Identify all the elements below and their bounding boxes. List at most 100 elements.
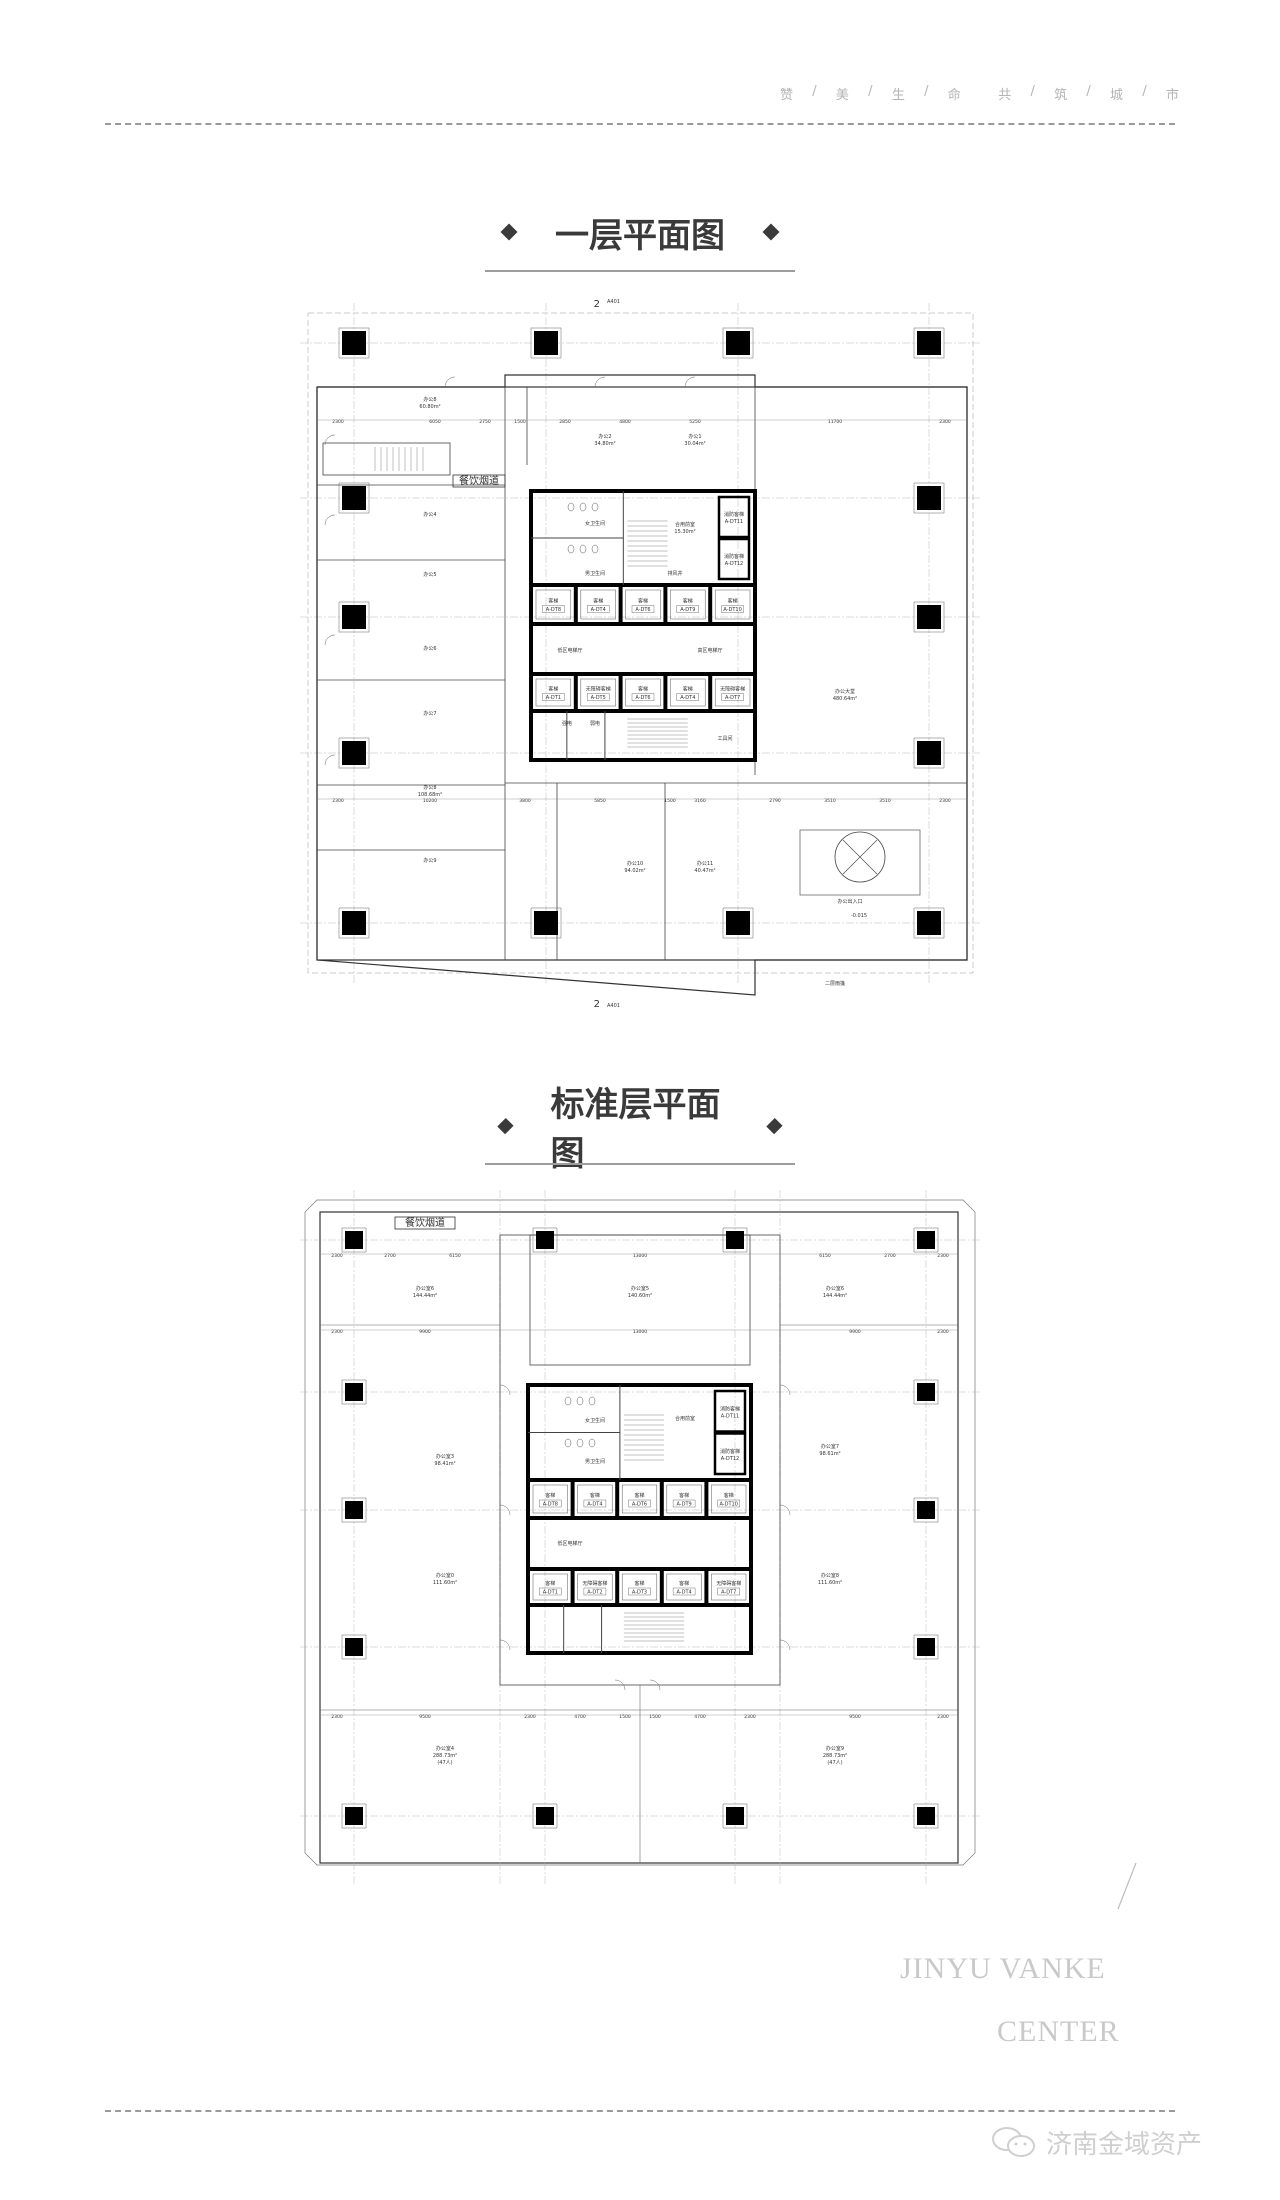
room-label: 办公9	[423, 857, 436, 864]
dimension-label: 5250	[689, 419, 701, 425]
fire-elevator-code: A-DT12	[725, 561, 743, 567]
column-outline	[913, 1497, 939, 1523]
dimension-label: 10200	[423, 798, 437, 804]
fire-elevator	[713, 1432, 747, 1476]
elevator-car	[666, 1573, 702, 1601]
door-swing	[499, 1384, 511, 1396]
dimension-label: 2300	[331, 1253, 343, 1259]
elevator-code-box	[717, 1499, 740, 1508]
room-label: 餐饮烟道	[405, 1216, 445, 1229]
motto-char: 命	[947, 88, 962, 103]
diamond-icon	[766, 1118, 783, 1134]
fire-elevator-code: A-DT12	[721, 1456, 739, 1462]
elevator-car	[670, 678, 706, 707]
elevator-type-label: 无障碍客梯	[716, 1580, 741, 1587]
elevator-type-label: 客梯	[634, 1580, 644, 1587]
fire-elevator-type: 消防客梯	[720, 1448, 740, 1455]
elevator-code-label: A-DT7	[721, 1590, 736, 1596]
elevator-type-label: 客梯	[593, 598, 603, 605]
elevator-type-label: 客梯	[683, 598, 693, 605]
dimension-label: 2300	[331, 1329, 343, 1335]
dimension-label: 4700	[574, 1714, 586, 1720]
motto-char: 赞	[780, 88, 795, 103]
kitchen-flue-box	[452, 474, 506, 488]
grid-axis-number: 2	[594, 999, 600, 1010]
elevator-code-label: A-DT6	[632, 1502, 647, 1508]
room-label: 111.60m²	[818, 1580, 842, 1586]
elevator-car	[532, 1573, 568, 1601]
column-outline	[341, 1634, 367, 1660]
motto-char: /	[924, 84, 930, 99]
door-swing	[594, 376, 606, 388]
elevator-code-label: A-DT3	[632, 1590, 647, 1596]
structural-column	[917, 1501, 935, 1519]
door-swing	[444, 376, 456, 388]
diamond-icon	[497, 1118, 514, 1134]
elevator-car	[625, 678, 661, 707]
room-label: 办公大堂	[835, 688, 855, 695]
toilet-fixture	[567, 544, 575, 554]
door-swing	[324, 634, 336, 646]
room-label: 办公室9	[826, 1745, 844, 1752]
toilet-fixture	[564, 1438, 572, 1448]
elevator-type-label: 客梯	[545, 1580, 555, 1587]
elevator-code-box	[717, 1587, 740, 1596]
elevator-code-label: A-DT1	[546, 695, 561, 701]
fire-elevator-type: 消防客梯	[724, 553, 744, 560]
column-outline	[338, 737, 370, 769]
room-label: 合用前室	[675, 521, 695, 528]
room-label: 办公室7	[821, 1443, 839, 1450]
grid-axis-reference: A401	[607, 299, 620, 305]
column-outline	[338, 327, 370, 359]
structural-column	[917, 1638, 935, 1656]
structural-column	[917, 331, 941, 355]
structural-column	[342, 911, 366, 935]
room-label: 男卫生间	[585, 570, 605, 577]
elevator-code-box	[672, 1499, 696, 1508]
structural-column	[345, 1231, 363, 1249]
room-label: (47人)	[437, 1760, 452, 1766]
elevator-car	[580, 589, 616, 620]
room-label: 低区电梯厅	[557, 647, 582, 654]
room-label: 男卫生间	[585, 1458, 605, 1465]
elevator-code-label: A-DT5	[591, 695, 606, 701]
toilet-fixture	[564, 1396, 572, 1406]
room-label: 办公出入口	[837, 898, 862, 905]
ground-floor-plan: 客梯A-DT8客梯A-DT4客梯A-DT6客梯A-DT9客梯A-DT10客梯A-…	[300, 299, 980, 1010]
door-swing	[324, 434, 336, 446]
elevator-code-box	[583, 1587, 607, 1596]
room-label: 办公5	[423, 571, 436, 578]
structural-column	[917, 911, 941, 935]
title-underline	[485, 1163, 795, 1165]
elevator-car	[621, 1573, 658, 1601]
elevator-code-box	[542, 693, 565, 701]
elevator-code-box	[631, 605, 655, 613]
room-label: 女卫生间	[585, 1417, 605, 1424]
column-outline	[722, 1803, 748, 1829]
dimension-label: 9900	[849, 1329, 861, 1335]
decorative-slash	[1117, 1862, 1137, 1910]
door-swing	[649, 1679, 661, 1691]
column-outline	[913, 482, 945, 514]
structural-column	[345, 1638, 363, 1656]
room-label: 办公6	[423, 645, 436, 652]
column-outline	[913, 1803, 939, 1829]
elevator-car	[711, 1484, 747, 1514]
title-underline	[485, 270, 795, 272]
door-swing	[614, 1679, 626, 1691]
dimension-label: 4800	[619, 419, 631, 425]
dimension-label: 1500	[649, 1714, 661, 1720]
column-outline	[722, 1227, 748, 1253]
door-swing	[324, 514, 336, 526]
dimension-label: 5850	[594, 798, 606, 804]
toilet-fixture	[576, 1396, 584, 1406]
entrance-canopy	[799, 829, 921, 896]
motto-char: 生	[891, 88, 906, 103]
elevator-code-label: A-DT10	[720, 1502, 738, 1508]
elevator-car	[714, 678, 751, 707]
section-title-text: 一层平面图	[555, 215, 725, 256]
bottom-divider	[105, 2110, 1175, 2112]
elevator-car	[625, 589, 661, 620]
structural-column	[342, 741, 366, 765]
watermark: 济南金域资产	[990, 2124, 1202, 2161]
